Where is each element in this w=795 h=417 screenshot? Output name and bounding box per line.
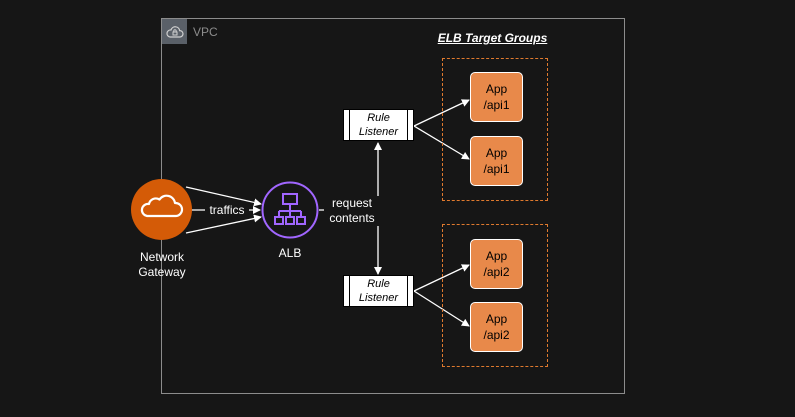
cloud-lock-icon	[162, 19, 187, 44]
load-balancer-icon	[261, 181, 319, 239]
app-api2: App /api2	[470, 302, 523, 352]
traffic-arrow	[185, 214, 262, 234]
app-name: App	[485, 146, 508, 160]
app-path: /api2	[483, 328, 510, 342]
network-gateway-label: Network Gateway	[122, 250, 202, 280]
target-groups-title: ELB Target Groups	[437, 31, 548, 45]
app-api1: App /api1	[470, 72, 523, 122]
vpc-label: VPC	[193, 25, 218, 39]
request-label: request contents	[324, 196, 380, 226]
listener-label-line2: Listener	[358, 292, 399, 304]
request-label-line2: contents	[329, 211, 375, 225]
listener-label-line1: Rule	[367, 278, 390, 290]
listener-label-line2: Listener	[358, 126, 399, 138]
app-api1: App /api1	[470, 136, 523, 186]
app-name: App	[485, 249, 508, 263]
network-gateway-label-line1: Network	[139, 250, 184, 264]
network-gateway	[130, 178, 193, 241]
request-label-line1: request	[331, 196, 373, 210]
route-arrow	[413, 290, 470, 327]
target-group-api2	[442, 224, 548, 367]
listener-label-line1: Rule	[367, 112, 390, 124]
alb	[261, 181, 319, 239]
cloud-icon	[131, 179, 192, 240]
app-api2: App /api2	[470, 239, 523, 289]
alb-label: ALB	[278, 246, 302, 260]
target-group-api1	[442, 58, 548, 201]
route-arrow	[413, 125, 470, 160]
route-arrow	[413, 264, 470, 292]
traffic-arrow	[185, 186, 262, 207]
rule-listener-bottom: Rule Listener	[343, 275, 414, 307]
app-path: /api1	[483, 98, 510, 112]
app-name: App	[485, 312, 508, 326]
app-path: /api2	[483, 265, 510, 279]
network-gateway-label-line2: Gateway	[138, 265, 186, 279]
rule-listener-top: Rule Listener	[343, 109, 414, 141]
route-arrow	[413, 99, 470, 127]
app-name: App	[485, 82, 508, 96]
traffic-label: traffics	[205, 203, 249, 218]
app-path: /api1	[483, 162, 510, 176]
